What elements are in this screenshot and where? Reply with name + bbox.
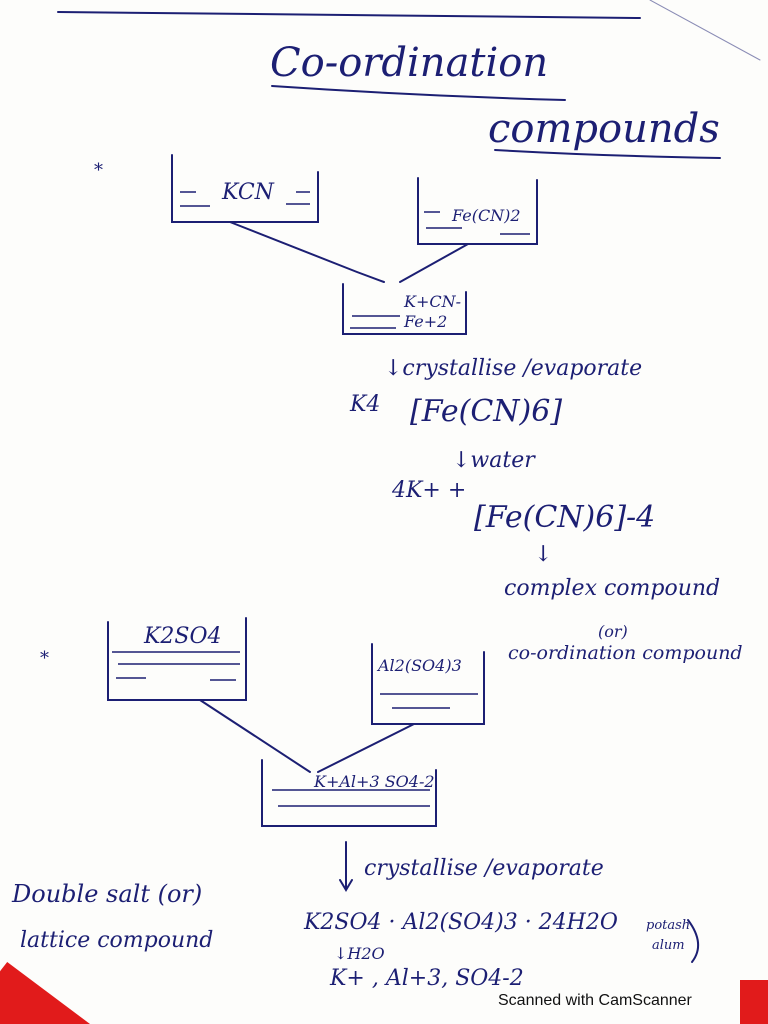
beaker-mix-2: [261, 759, 437, 827]
connector-left-1: [229, 221, 385, 283]
bullet-section-2: *: [40, 648, 49, 669]
product-ferrocyanide: [Fe(CN)6]: [410, 394, 563, 429]
product-potash-alum-formula: K2SO4 · Al2(SO4)3 · 24H2O: [304, 910, 618, 935]
step-crystallise-2: crystallise /evaporate: [364, 856, 604, 881]
beaker-k2so4: [107, 617, 247, 701]
page-top-line: [57, 11, 641, 19]
ions-potassium: 4K+ +: [392, 478, 467, 503]
ions-complex: [Fe(CN)6]-4: [474, 500, 656, 535]
label-k2so4: K2SO4: [144, 624, 222, 649]
arrow-down-2: [339, 841, 353, 892]
result-or: (or): [598, 622, 628, 641]
title-underline-2: [494, 149, 721, 159]
connector-right-2: [317, 723, 415, 773]
note-lattice-compound: lattice compound: [20, 928, 214, 953]
arrow-down-1: ↓: [534, 542, 553, 567]
page-corner-line: [649, 0, 761, 61]
product-prefix-k4: K4: [350, 392, 381, 417]
note-double-salt: Double salt (or): [12, 880, 203, 908]
page-title-line1: Co-ordination: [270, 40, 549, 86]
result-complex-compound: complex compound: [504, 576, 721, 601]
label-mix1-line1: K+CN-: [404, 292, 462, 311]
page-title-line2: compounds: [488, 106, 720, 152]
title-underline-1: [271, 85, 566, 101]
label-fecn2: Fe(CN)2: [452, 206, 521, 225]
liquid-lines: [112, 191, 530, 807]
beaker-fecn2: [417, 177, 538, 245]
beaker-kcn: [171, 154, 319, 223]
step-crystallise-1: ↓crystallise /evaporate: [384, 356, 643, 381]
label-al2so43: Al2(SO4)3: [378, 656, 462, 675]
scanner-corner-mark-right: [740, 980, 768, 1024]
connector-right-1: [399, 243, 469, 283]
label-mix2: K+Al+3 SO4-2: [314, 772, 435, 791]
bullet-section-1: *: [94, 160, 103, 181]
step-h2o: ↓H2O: [334, 944, 385, 963]
brace-right: [687, 919, 699, 963]
product-name-potash: potash: [646, 918, 691, 933]
step-water: ↓water: [452, 448, 535, 473]
label-kcn: KCN: [222, 180, 274, 205]
product-name-alum: alum: [652, 938, 685, 953]
label-mix1-line2: Fe+2: [404, 312, 448, 331]
result-coordination-compound: co-ordination compound: [508, 642, 743, 664]
beaker-mix-1: [342, 283, 467, 335]
scanner-watermark: Scanned with CamScanner: [498, 992, 692, 1009]
beaker-al2so43: [371, 643, 485, 725]
connector-left-2: [199, 699, 311, 773]
ions-alum: K+ , Al+3, SO4-2: [330, 966, 524, 991]
